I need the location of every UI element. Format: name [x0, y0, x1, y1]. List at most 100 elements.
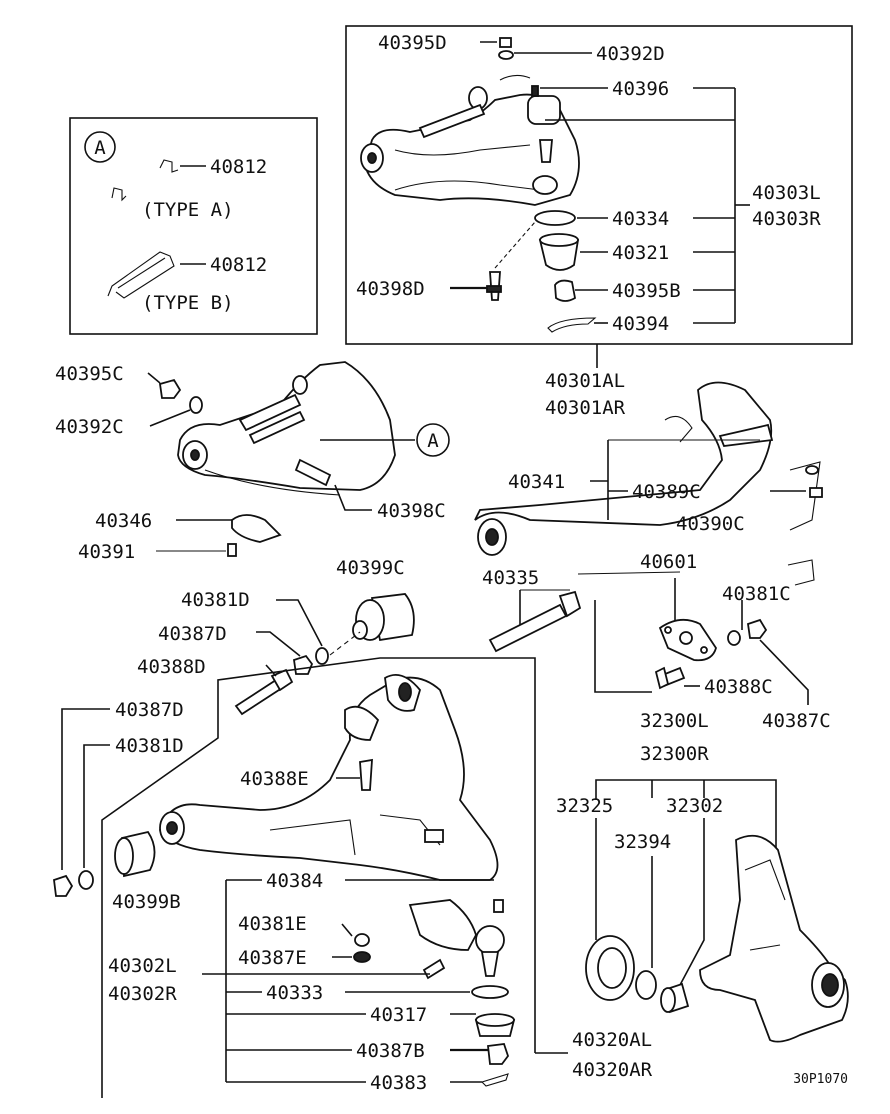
label-40399B: 40399B — [112, 891, 181, 913]
part-40392C — [189, 396, 203, 414]
ref-A-circle — [416, 423, 450, 457]
part-40387D-b — [53, 874, 74, 897]
label-40396: 40396 — [612, 78, 669, 100]
clip-type-a — [111, 159, 179, 202]
part-40388D — [234, 668, 294, 716]
label-40387D-b: 40387D — [115, 699, 184, 721]
label-40341: 40341 — [508, 471, 565, 493]
label-40381C: 40381C — [722, 583, 791, 605]
part-40399C — [352, 593, 415, 642]
part-40384 — [493, 899, 504, 913]
part-40601 — [658, 618, 717, 662]
drawing-code: 30P1070 — [793, 1072, 848, 1087]
part-40387E — [353, 951, 371, 963]
part-32325 — [585, 935, 635, 1001]
part-40381C — [727, 630, 741, 646]
knuckle-32300 — [699, 834, 849, 1043]
label-40317: 40317 — [370, 1004, 427, 1026]
label-40301AL: 40301AL — [545, 370, 625, 392]
part-40387C — [747, 618, 768, 639]
inset-label-40812-b: 40812 — [210, 254, 267, 276]
part-40381E — [354, 933, 370, 947]
label-40395D: 40395D — [378, 32, 447, 54]
label-40601: 40601 — [640, 551, 697, 573]
part-40395C — [158, 378, 182, 399]
part-40390C — [809, 487, 823, 498]
part-40333 — [471, 985, 509, 999]
label-40302R: 40302R — [108, 983, 177, 1005]
label-32300R: 32300R — [640, 743, 709, 765]
label-40333: 40333 — [266, 982, 323, 1004]
label-40381E: 40381E — [238, 913, 307, 935]
upper-arm-box — [345, 25, 853, 345]
part-40317 — [474, 1013, 516, 1037]
label-40394: 40394 — [612, 313, 669, 335]
inset-label-type-b: (TYPE B) — [142, 292, 234, 314]
inset-A-letter: A — [94, 137, 106, 159]
label-40387D-a: 40387D — [158, 623, 227, 645]
label-40398C: 40398C — [377, 500, 446, 522]
part-40395D — [499, 37, 512, 48]
label-40303L: 40303L — [752, 182, 821, 204]
label-40391: 40391 — [78, 541, 135, 563]
label-32325: 32325 — [556, 795, 613, 817]
label-40392D: 40392D — [596, 43, 665, 65]
clip-type-b — [107, 251, 175, 299]
part-40381D-a — [315, 647, 329, 665]
part-40396 — [531, 85, 539, 97]
part-40398D — [486, 271, 502, 301]
label-40320AL: 40320AL — [572, 1029, 652, 1051]
label-40303R: 40303R — [752, 208, 821, 230]
label-40381D-a: 40381D — [181, 589, 250, 611]
label-40387C: 40387C — [762, 710, 831, 732]
ref-A-letter: A — [427, 430, 439, 452]
ball-joint-40320A — [408, 899, 505, 977]
part-40387B — [487, 1043, 510, 1065]
bolt-40333-area — [422, 958, 446, 980]
label-40392C: 40392C — [55, 416, 124, 438]
label-32394: 32394 — [614, 831, 671, 853]
label-40321: 40321 — [612, 242, 669, 264]
part-40387D-a — [293, 654, 314, 675]
label-40399C: 40399C — [336, 557, 405, 579]
inset-label-type-a: (TYPE A) — [142, 199, 234, 221]
part-40346 — [231, 514, 282, 543]
part-40383 — [480, 1073, 509, 1087]
label-40383: 40383 — [370, 1072, 427, 1094]
lower-arm-assembly — [159, 674, 499, 881]
label-40387E: 40387E — [238, 947, 307, 969]
label-32302: 32302 — [666, 795, 723, 817]
part-40334 — [534, 210, 576, 226]
label-32300L: 32300L — [640, 710, 709, 732]
label-40387B: 40387B — [356, 1040, 425, 1062]
part-40394 — [547, 317, 597, 333]
label-40335: 40335 — [482, 567, 539, 589]
label-40395B: 40395B — [612, 280, 681, 302]
part-40321 — [538, 233, 580, 271]
part-40395B — [554, 279, 577, 302]
part-40392D — [498, 50, 514, 60]
strut-bar-assembly — [474, 381, 821, 586]
label-40302L: 40302L — [108, 955, 177, 977]
inset-label-40812-a: 40812 — [210, 156, 267, 178]
part-32302 — [660, 982, 690, 1014]
label-40384: 40384 — [266, 870, 323, 892]
label-40389C: 40389C — [632, 481, 701, 503]
part-40388C — [654, 666, 686, 690]
label-40381D-b: 40381D — [115, 735, 184, 757]
label-40334: 40334 — [612, 208, 669, 230]
label-40320AR: 40320AR — [572, 1059, 653, 1081]
label-40346: 40346 — [95, 510, 152, 532]
part-40399B — [114, 830, 156, 878]
label-40398D: 40398D — [356, 278, 425, 300]
part-40391 — [227, 543, 237, 557]
label-40388D: 40388D — [137, 656, 206, 678]
label-40388E: 40388E — [240, 768, 309, 790]
inset-A-circle — [84, 131, 116, 163]
part-40335 — [488, 590, 582, 653]
label-40395C: 40395C — [55, 363, 124, 385]
part-40381D-b — [78, 870, 94, 890]
label-40390C: 40390C — [676, 513, 745, 535]
